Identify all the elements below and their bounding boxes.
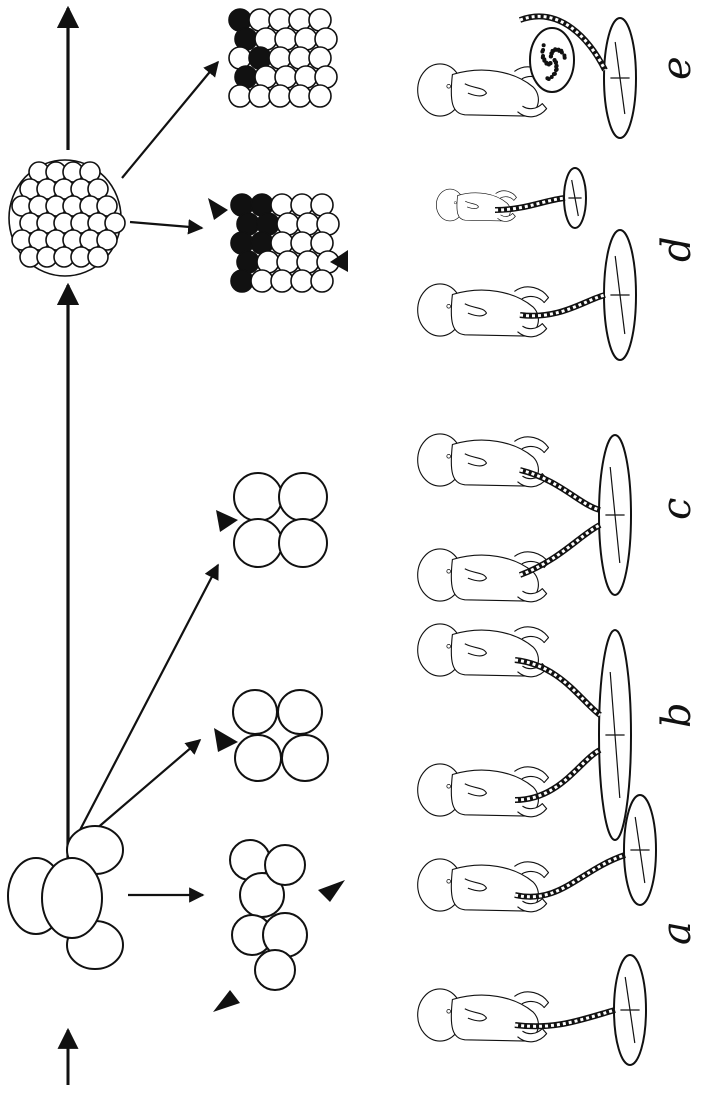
panel-label-b: b <box>654 702 700 728</box>
fetus-d1 <box>418 284 549 337</box>
panel-label-a: a <box>654 921 700 945</box>
blastocyst <box>9 160 125 276</box>
placenta-b <box>599 630 631 840</box>
cells-split-a <box>213 840 345 1012</box>
fetus-c2 <box>418 434 549 487</box>
teratoma-mass <box>530 28 574 92</box>
cord-c2 <box>520 470 600 510</box>
cells-d <box>231 194 339 292</box>
cells-c <box>216 473 327 567</box>
arrow-to-e <box>122 62 218 178</box>
placenta-e <box>604 18 636 138</box>
arrowhead-marker-a2 <box>213 990 240 1012</box>
arrowhead-marker-d1 <box>208 198 228 220</box>
placenta-c <box>599 435 631 595</box>
panel-label-d: d <box>654 236 700 262</box>
fetus-e <box>418 64 549 117</box>
arrowhead-marker-c <box>216 510 238 532</box>
fetus-b2 <box>418 624 549 677</box>
cells-b <box>214 690 328 781</box>
fetus-b1 <box>418 764 549 817</box>
arrow-to-c <box>80 565 218 830</box>
arrow-to-d <box>130 222 202 228</box>
fetus-d2 <box>436 189 516 221</box>
fetus-a1 <box>418 989 549 1042</box>
four-cell-embryo <box>8 826 123 969</box>
fetus-a2 <box>418 859 549 912</box>
placenta-a1 <box>614 955 646 1065</box>
cells-e <box>229 9 337 107</box>
placenta-a2 <box>624 795 656 905</box>
panel-label-c: c <box>654 498 700 520</box>
arrowhead-marker-a1 <box>318 880 345 902</box>
fetus-c1 <box>418 549 549 602</box>
placenta-d1 <box>604 230 636 360</box>
panel-label-e: e <box>654 56 700 80</box>
arrowhead-marker-b <box>214 728 238 752</box>
placenta-d2 <box>564 168 586 228</box>
arrow-to-b <box>95 740 200 830</box>
